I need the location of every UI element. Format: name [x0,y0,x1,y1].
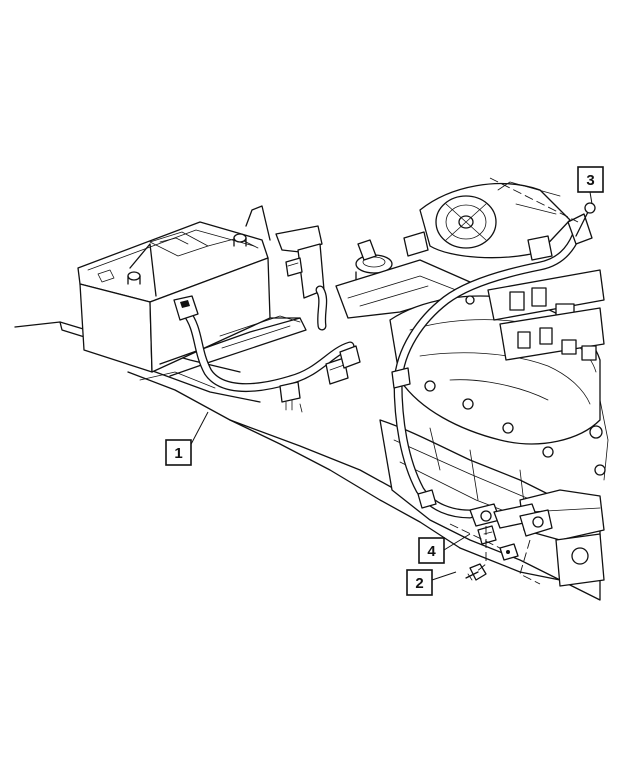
svg-text:2: 2 [415,575,423,592]
radiator-cap-icon [355,239,393,283]
leader-lines [449,177,579,585]
ground-cable-icon [391,202,596,519]
battery-icon [77,205,307,377]
power-distribution-bracket-icon [275,225,325,299]
battery-cable-icon [173,285,361,413]
svg-text:3: 3 [586,172,594,189]
ground-stud-icon [469,503,553,561]
callout-4: 4 [418,533,471,564]
svg-text:1: 1 [174,445,182,462]
callout-3: 3 [577,166,604,205]
callout-2: 2 [406,569,457,596]
svg-text:4: 4 [427,543,436,560]
ground-bolt-icon [465,563,487,581]
callout-1: 1 [165,411,209,466]
